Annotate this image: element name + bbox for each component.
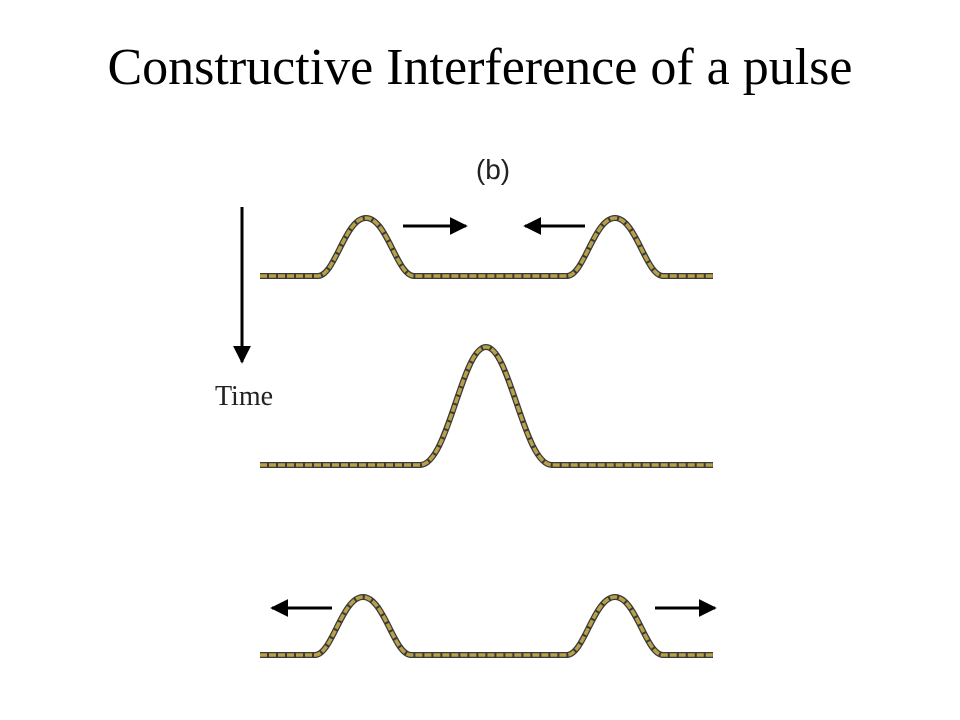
- rope-row-2-edge: [260, 344, 713, 468]
- rope-row-2: [260, 344, 713, 468]
- time-label: Time: [215, 381, 273, 412]
- slide-title: Constructive Interference of a pulse: [107, 39, 853, 96]
- rope-row-3: [260, 594, 713, 658]
- rope-row-1-body: [260, 216, 713, 278]
- rope-row-3-body: [260, 595, 713, 657]
- rope-row-2-body: [260, 345, 713, 467]
- rope-row-1: [260, 215, 713, 279]
- rope-row-3-edge: [260, 594, 713, 658]
- panel-label: (b): [476, 154, 510, 185]
